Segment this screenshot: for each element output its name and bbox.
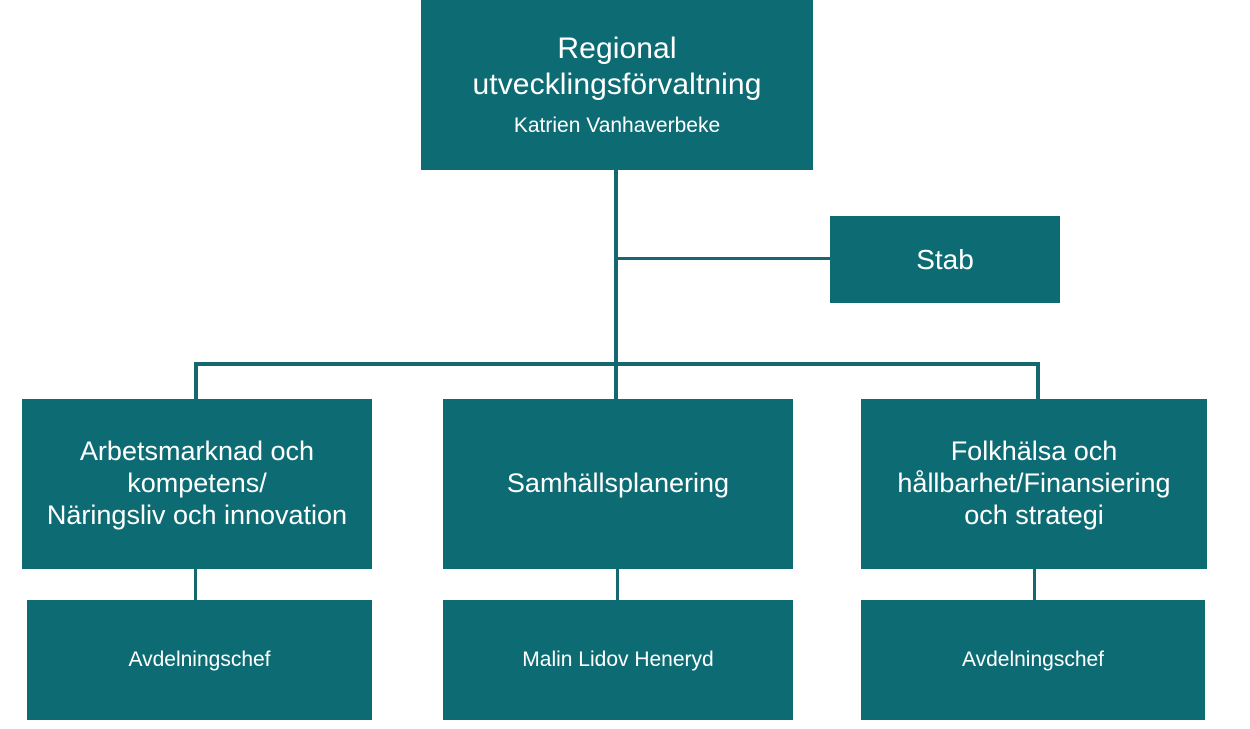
org-node-manager-3-title: Avdelningschef: [961, 647, 1105, 671]
connector-root-to-stab: [614, 257, 832, 260]
org-node-root-person: Katrien Vanhaverbeke: [513, 114, 721, 137]
org-node-stab[interactable]: Stab: [830, 216, 1060, 303]
org-node-department-1-title: Arbetsmarknad och kompetens/ Näringsliv …: [46, 436, 348, 530]
connector-department-2-to-manager-2: [616, 568, 619, 602]
connector-root-vertical: [614, 170, 618, 366]
org-node-root[interactable]: Regional utvecklingsförvaltning Katrien …: [421, 0, 813, 170]
org-node-manager-2[interactable]: Malin Lidov Heneryd: [443, 600, 793, 720]
org-node-manager-3[interactable]: Avdelningschef: [861, 600, 1205, 720]
org-node-manager-1-title: Avdelningschef: [128, 647, 271, 671]
connector-bus-to-department-1: [194, 362, 198, 401]
org-node-stab-title: Stab: [916, 243, 974, 275]
connector-department-1-to-manager-1: [194, 568, 197, 602]
org-node-department-1[interactable]: Arbetsmarknad och kompetens/ Näringsliv …: [22, 399, 372, 569]
org-node-root-title: Regional utvecklingsförvaltning: [472, 32, 762, 101]
org-node-manager-1[interactable]: Avdelningschef: [27, 600, 372, 720]
connector-department-3-to-manager-3: [1033, 568, 1036, 602]
org-node-department-2[interactable]: Samhällsplanering: [443, 399, 793, 569]
org-node-manager-2-title: Malin Lidov Heneryd: [522, 647, 714, 671]
connector-bus-to-department-3: [1036, 362, 1040, 401]
org-node-department-3-title: Folkhälsa och hållbarhet/Finansiering oc…: [897, 436, 1171, 530]
org-node-department-3[interactable]: Folkhälsa och hållbarhet/Finansiering oc…: [861, 399, 1207, 569]
org-node-department-2-title: Samhällsplanering: [506, 468, 730, 499]
connector-bus-to-department-2: [614, 362, 618, 401]
